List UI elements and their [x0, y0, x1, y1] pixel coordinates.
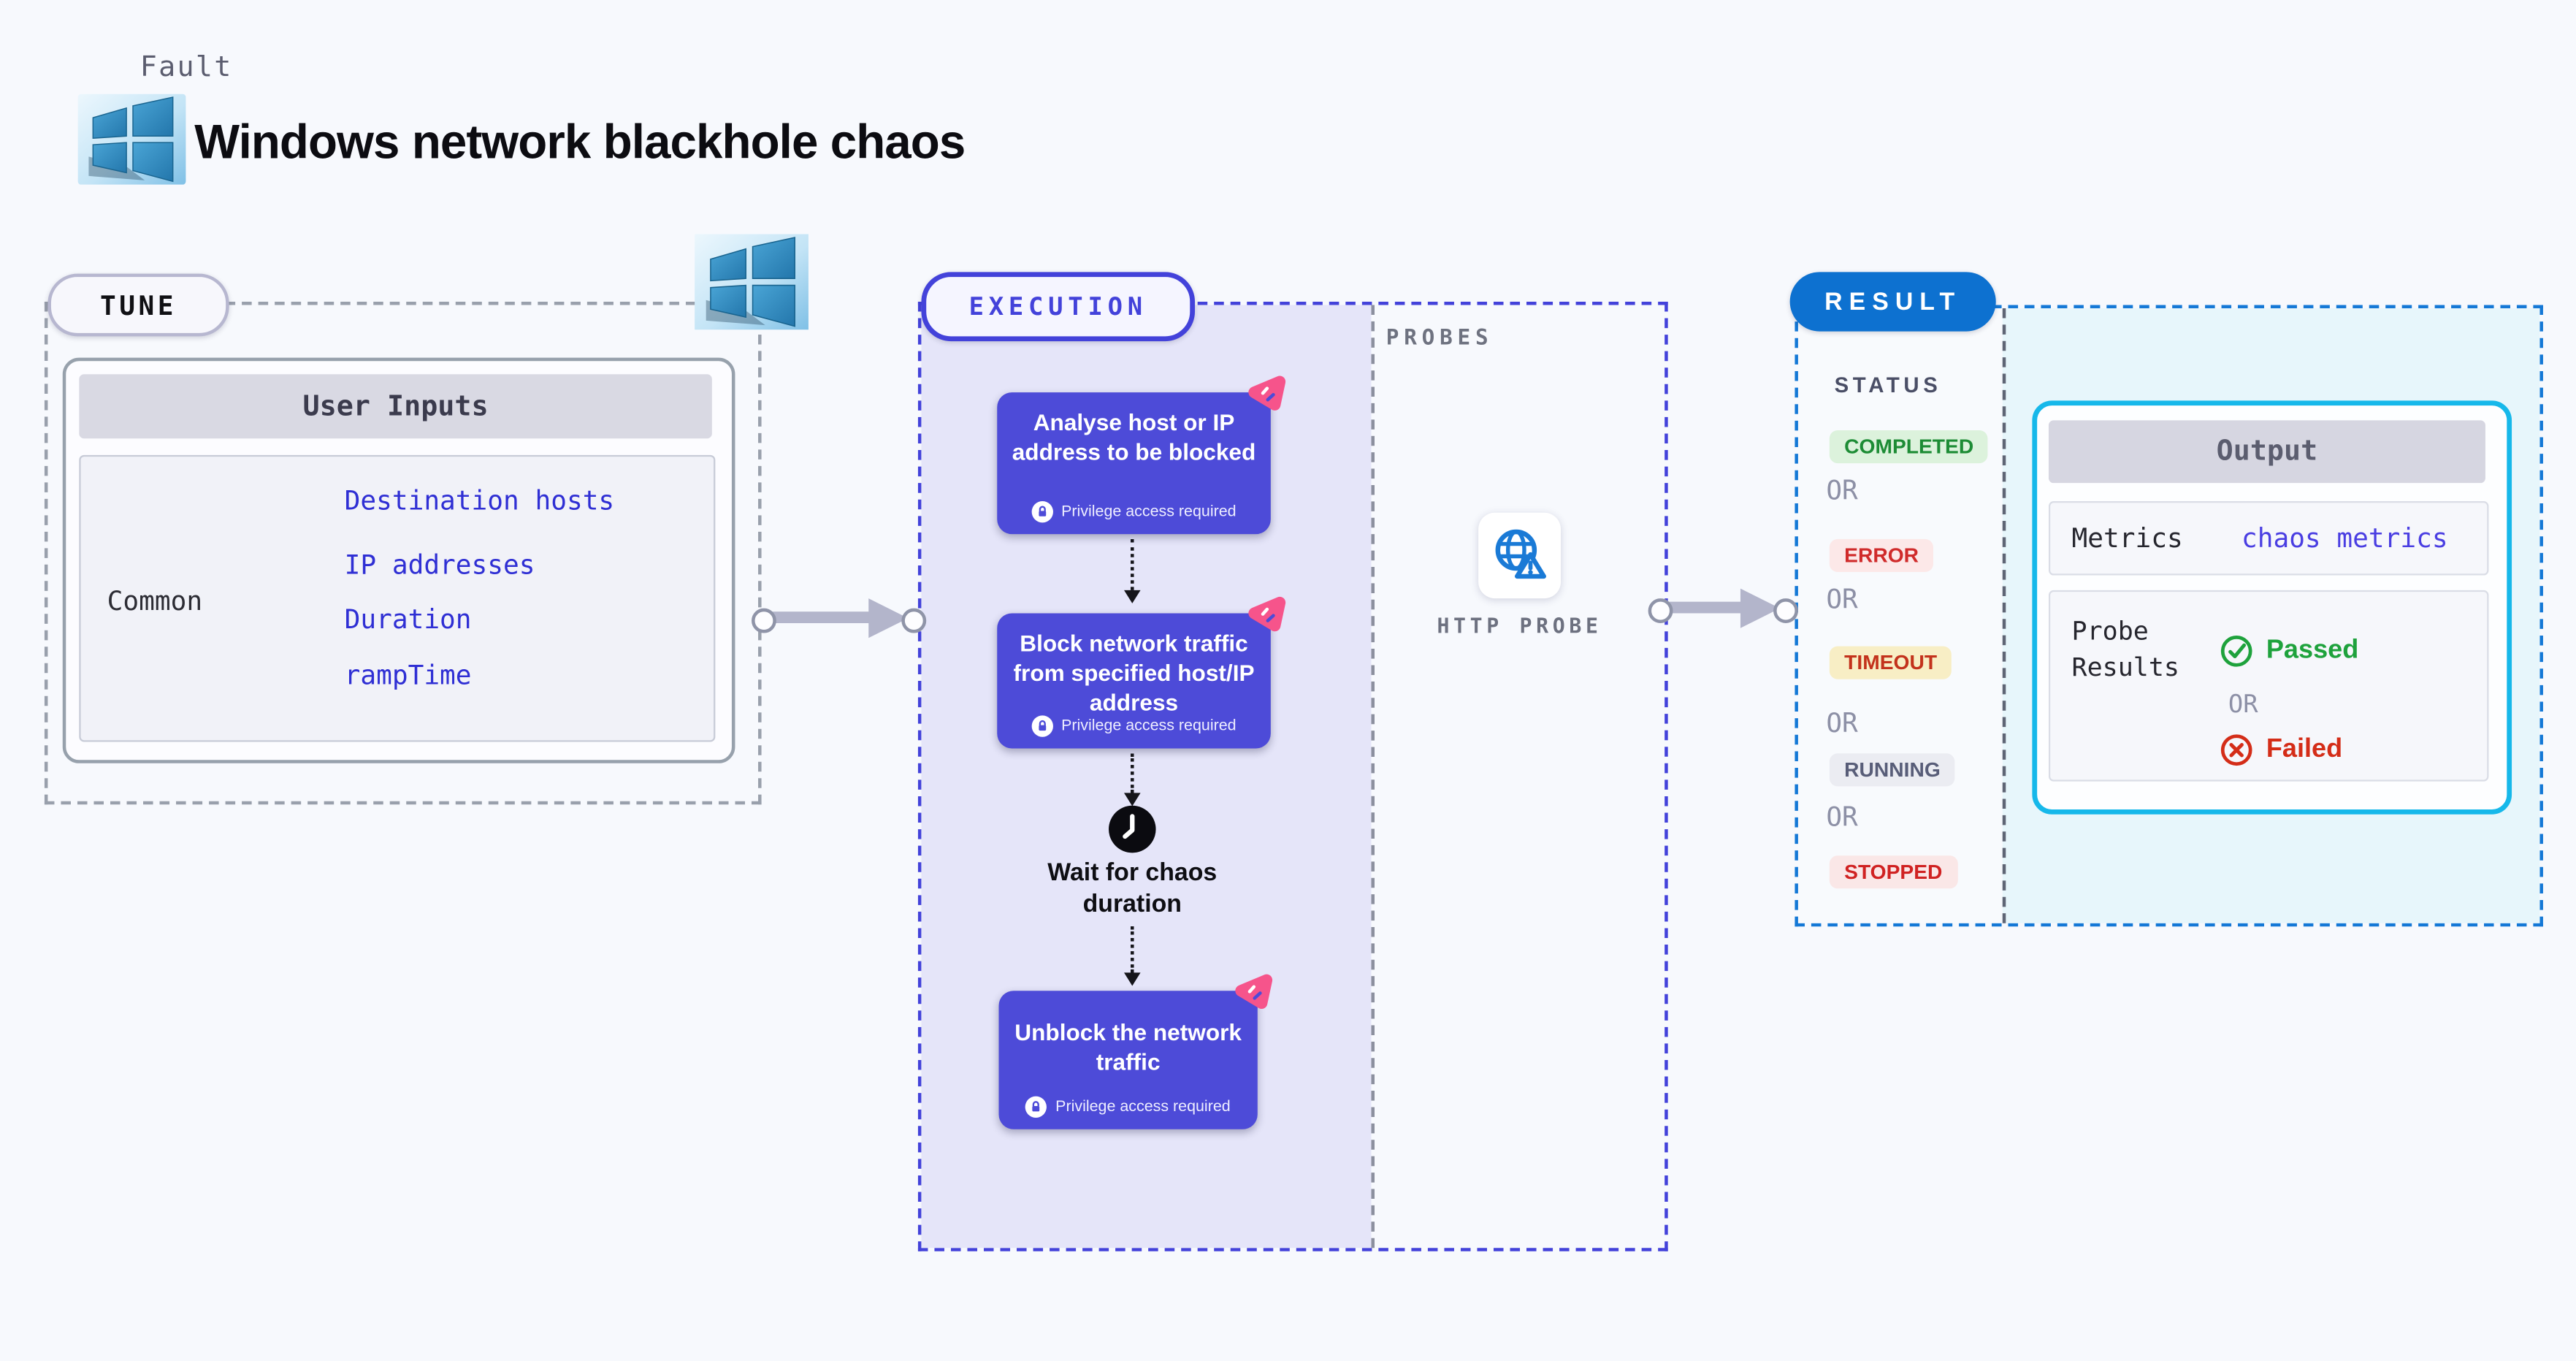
- windows-logo-icon: [77, 94, 186, 185]
- page-title: Windows network blackhole chaos: [194, 117, 966, 170]
- probe-results-label: Probe Results: [2071, 616, 2179, 683]
- passed-label: Passed: [2266, 636, 2359, 665]
- sparkle-icon: [1248, 596, 1286, 632]
- lock-icon: [1031, 501, 1053, 523]
- probes-lane-divider: [1371, 305, 1375, 1248]
- node-label: Block network traffic from specified hos…: [1013, 630, 1255, 716]
- step-connector-arrow: [1124, 590, 1141, 603]
- status-badge-running: RUNNING: [1829, 753, 1956, 787]
- probes-label: PROBES: [1386, 326, 1494, 351]
- http-probe-card: [1478, 512, 1561, 599]
- lock-icon: [1031, 715, 1053, 737]
- execution-badge: EXECUTION: [921, 272, 1196, 342]
- fault-kicker: Fault: [139, 50, 233, 85]
- privilege-badge-label: Privilege access required: [1061, 503, 1237, 522]
- metrics-value-link[interactable]: chaos metrics: [2241, 522, 2448, 554]
- sparkle-icon: [1248, 375, 1286, 411]
- user-inputs-header: User Inputs: [79, 374, 712, 439]
- passed-check-icon: [2220, 636, 2252, 667]
- step-connector-arrow: [1124, 972, 1141, 986]
- tune-badge: TUNE: [47, 273, 229, 337]
- clock-icon: [1109, 805, 1156, 853]
- windows-logo-icon: [695, 234, 809, 330]
- node-label: Analyse host or IP address to be blocked: [1012, 408, 1256, 465]
- failed-result: Failed: [2220, 733, 2343, 766]
- privilege-badge: Privilege access required: [997, 501, 1271, 523]
- status-column-bg: [1797, 308, 2003, 923]
- node-unblock-traffic: Unblock the network traffic Privilege ac…: [998, 991, 1258, 1129]
- metrics-row: [2048, 501, 2489, 576]
- wait-step-label: Wait for chaos duration: [1047, 858, 1218, 918]
- status-badge-stopped: STOPPED: [1829, 855, 1957, 889]
- step-connector: [1131, 753, 1134, 793]
- privilege-badge: Privilege access required: [998, 1096, 1257, 1118]
- arrow-end-node: [1773, 598, 1798, 623]
- arrow-line: [1665, 601, 1747, 614]
- user-inputs-body: [79, 454, 716, 742]
- or-label: OR: [1826, 801, 1858, 833]
- or-label: OR: [1826, 474, 1858, 506]
- globe-warning-icon: [1495, 529, 1546, 579]
- status-badge-timeout: TIMEOUT: [1829, 646, 1952, 679]
- privilege-badge-label: Privilege access required: [1055, 1097, 1231, 1116]
- output-header: Output: [2048, 420, 2485, 484]
- arrow-start-node: [1648, 598, 1673, 623]
- step-connector: [1131, 538, 1134, 590]
- result-badge: RESULT: [1789, 272, 1996, 332]
- step-connector: [1131, 926, 1134, 973]
- status-title: STATUS: [1834, 372, 1942, 397]
- arrow-head: [1740, 588, 1781, 628]
- link-ramptime[interactable]: rampTime: [344, 659, 472, 691]
- node-block-traffic: Block network traffic from specified hos…: [997, 613, 1271, 749]
- step-connector-arrow: [1124, 793, 1141, 807]
- or-label: OR: [1826, 583, 1858, 615]
- failed-x-icon: [2220, 734, 2252, 766]
- http-probe-label: HTTP PROBE: [1437, 613, 1602, 638]
- or-label: OR: [1826, 707, 1858, 739]
- privilege-badge-label: Privilege access required: [1061, 717, 1237, 736]
- node-label: Unblock the network traffic: [1014, 1018, 1242, 1075]
- link-duration[interactable]: Duration: [344, 603, 472, 635]
- arrow-end-node: [901, 608, 927, 633]
- status-badge-completed: COMPLETED: [1829, 430, 1989, 464]
- status-badge-error: ERROR: [1829, 538, 1934, 573]
- link-destination-hosts[interactable]: Destination hosts: [344, 484, 615, 516]
- metrics-label: Metrics: [2071, 522, 2183, 554]
- or-label: OR: [2228, 689, 2258, 719]
- passed-result: Passed: [2220, 635, 2359, 668]
- common-row-label: Common: [107, 585, 203, 617]
- result-divider: [2002, 308, 2006, 923]
- probe-results-row: [2048, 590, 2489, 782]
- sparkle-icon: [1235, 974, 1273, 1010]
- link-ip-addresses[interactable]: IP addresses: [344, 549, 535, 581]
- privilege-badge: Privilege access required: [997, 715, 1271, 737]
- node-analyse-host: Analyse host or IP address to be blocked…: [997, 392, 1271, 535]
- lock-icon: [1025, 1096, 1047, 1118]
- failed-label: Failed: [2266, 735, 2343, 763]
- tune-section: [44, 301, 762, 805]
- arrow-start-node: [752, 608, 776, 633]
- arrow-line: [768, 611, 871, 623]
